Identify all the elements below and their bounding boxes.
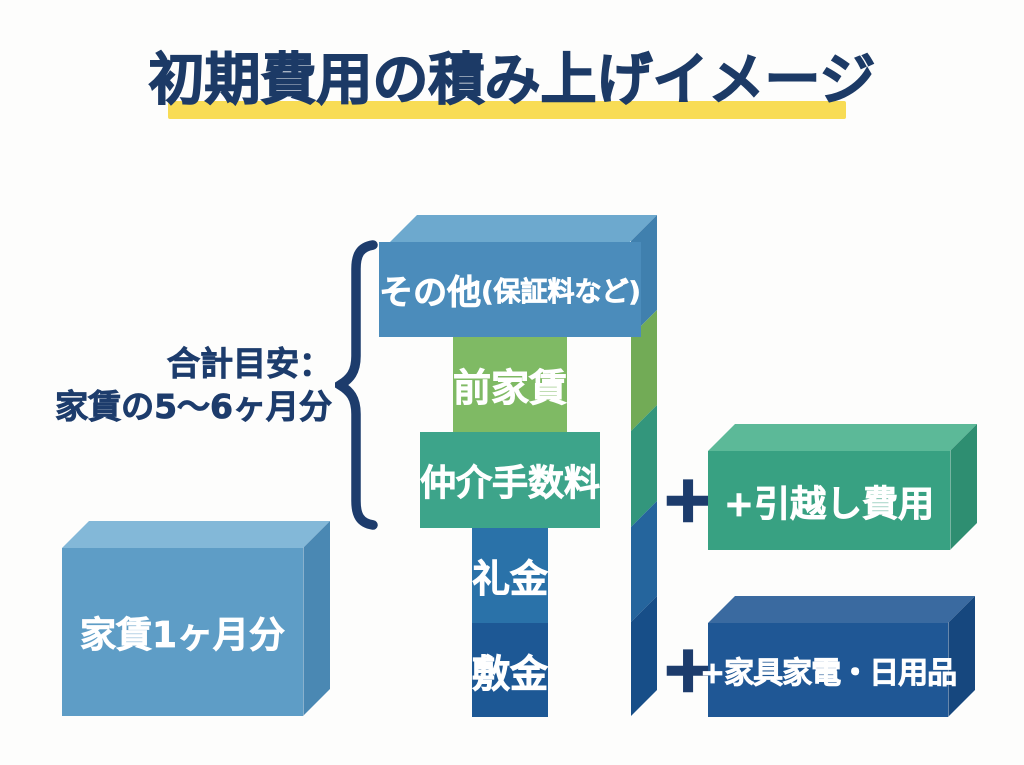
moving-cost-front-face: +引越し費用 (708, 451, 950, 550)
moving-cost-label: +引越し費用 (723, 483, 935, 525)
moving-cost-box: +引越し費用 (708, 424, 977, 550)
segment-deposit-label: 敷金 (471, 651, 549, 696)
segment-deposit: 敷金 (472, 623, 548, 717)
page-title: 初期費用の積み上げイメージ (148, 48, 876, 113)
furniture-top-face (708, 596, 975, 623)
segment-advance-rent: 前家賃 (453, 337, 567, 432)
total-estimate-line2: 家賃の5〜6ヶ月分 (55, 387, 333, 427)
brace-icon (330, 240, 379, 530)
total-estimate-line1: 合計目安： (167, 344, 333, 384)
title-highlight-bar (168, 101, 846, 119)
segment-other-sublabel: (保証料など) (481, 277, 641, 309)
plus-icon-moving: + (660, 463, 716, 537)
furniture-box: +家具家電・日用品 (700, 596, 975, 717)
segment-key-money: 礼金 (472, 528, 548, 623)
segment-other: その他(保証料など) (379, 242, 641, 337)
one-month-rent-front-face: 家賃1ヶ月分 (62, 548, 303, 716)
moving-cost-top-face (708, 424, 977, 451)
segment-key-money-label: 礼金 (471, 557, 549, 602)
segment-agency-fee-label: 仲介手数料 (419, 463, 601, 505)
cost-stack-front-face: その他(保証料など) 前家賃 仲介手数料 礼金 敷金 (379, 242, 641, 717)
one-month-rent-box: 家賃1ヶ月分 (62, 521, 330, 716)
one-month-rent-label: 家賃1ヶ月分 (79, 615, 286, 657)
one-month-rent-side-face (303, 521, 330, 716)
segment-agency-fee: 仲介手数料 (420, 432, 600, 528)
plus-icon-furniture: + (660, 633, 716, 707)
segment-other-label: その他 (379, 273, 482, 314)
segment-advance-rent-label: 前家賃 (452, 366, 568, 411)
furniture-front-face: +家具家電・日用品 (700, 623, 957, 717)
one-month-rent-top-face (62, 521, 330, 548)
cost-stack-top-face (390, 215, 657, 242)
total-estimate-label: 合計目安： 家賃の5〜6ヶ月分 (20, 342, 333, 428)
furniture-label: +家具家電・日用品 (699, 656, 958, 692)
cost-stack: その他(保証料など) 前家賃 仲介手数料 礼金 敷金 (379, 215, 657, 717)
